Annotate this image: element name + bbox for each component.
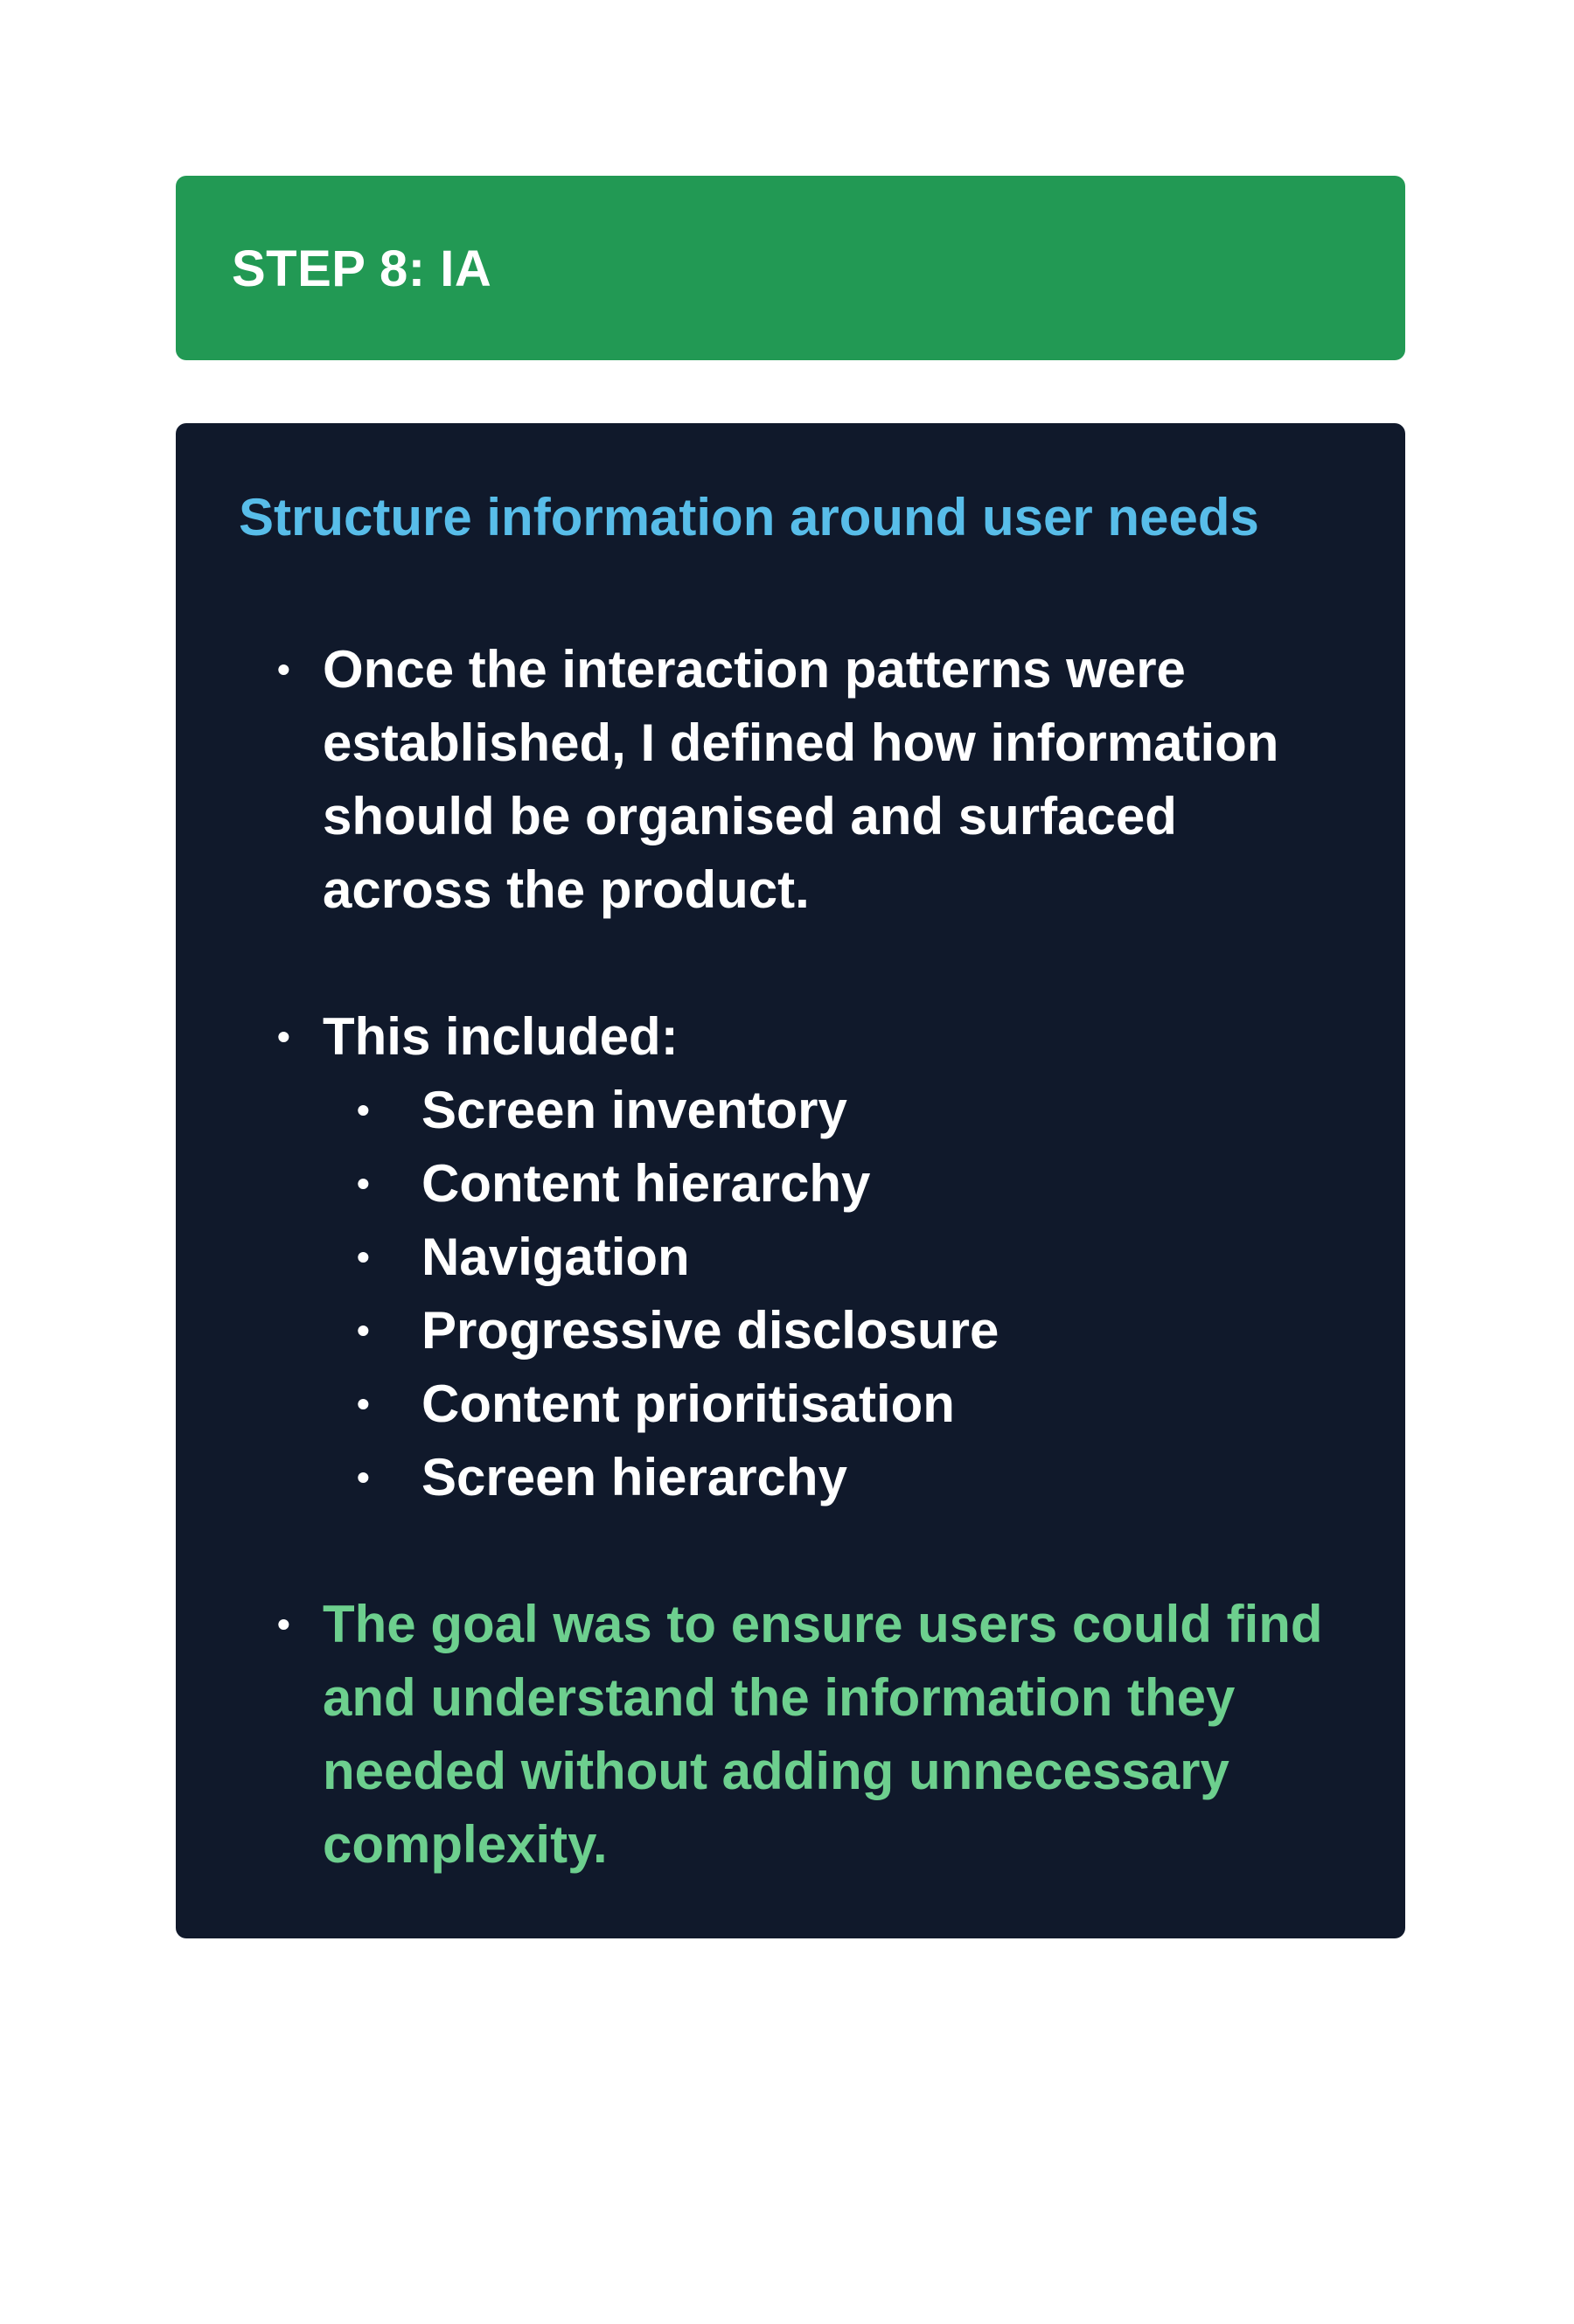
- sub-item-screen-hierarchy: • Screen hierarchy: [323, 1441, 1353, 1514]
- sub-item-text: Screen inventory: [421, 1081, 847, 1139]
- bullet-icon: •: [277, 1016, 290, 1057]
- list-item-interaction-patterns: • Once the interaction patterns were est…: [239, 633, 1353, 927]
- content-card: Structure information around user needs …: [176, 423, 1405, 1938]
- bullet-icon: •: [357, 1457, 370, 1498]
- sub-item-text: Content prioritisation: [421, 1374, 955, 1433]
- list-item-text: Once the interaction patterns were estab…: [323, 640, 1279, 919]
- sub-item-text: Screen hierarchy: [421, 1448, 847, 1506]
- main-bullet-list: • Once the interaction patterns were est…: [239, 633, 1353, 1882]
- sub-item-content-hierarchy: • Content hierarchy: [323, 1147, 1353, 1221]
- list-item-text: The goal was to ensure users could find …: [323, 1595, 1323, 1874]
- card-heading: Structure information around user needs: [239, 488, 1259, 546]
- sub-item-text: Progressive disclosure: [421, 1301, 999, 1360]
- bullet-icon: •: [357, 1236, 370, 1277]
- bullet-icon: •: [277, 1604, 290, 1645]
- sub-item-content-prioritisation: • Content prioritisation: [323, 1367, 1353, 1441]
- list-item-goal: • The goal was to ensure users could fin…: [239, 1588, 1353, 1882]
- bullet-icon: •: [357, 1089, 370, 1131]
- step-title: STEP 8: IA: [232, 240, 492, 297]
- bullet-icon: •: [357, 1310, 370, 1351]
- sub-item-screen-inventory: • Screen inventory: [323, 1074, 1353, 1147]
- bullet-icon: •: [277, 649, 290, 690]
- sub-item-progressive-disclosure: • Progressive disclosure: [323, 1294, 1353, 1367]
- bullet-icon: •: [357, 1383, 370, 1424]
- list-item-text: This included:: [323, 1007, 679, 1066]
- step-header-banner: STEP 8: IA: [176, 176, 1405, 360]
- sub-bullet-list: • Screen inventory • Content hierarchy •…: [323, 1074, 1353, 1514]
- list-item-this-included: • This included: • Screen inventory • Co…: [239, 1000, 1353, 1514]
- sub-item-navigation: • Navigation: [323, 1221, 1353, 1294]
- sub-item-text: Navigation: [421, 1228, 690, 1286]
- sub-item-text: Content hierarchy: [421, 1154, 871, 1213]
- bullet-icon: •: [357, 1163, 370, 1204]
